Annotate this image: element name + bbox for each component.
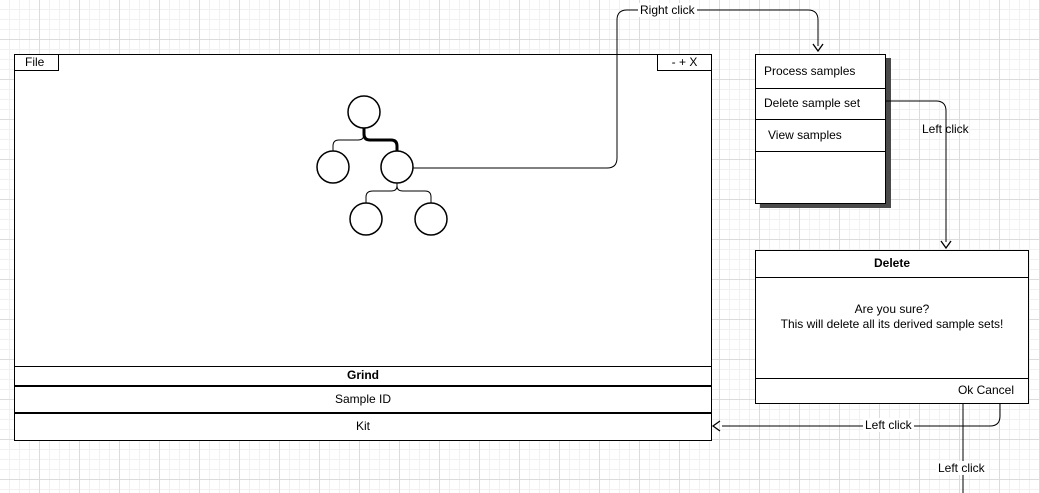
left-click-ok-connector — [722, 404, 1001, 427]
tree-node-leaf-right — [414, 202, 448, 236]
tree-edge-right-leftleaf — [365, 183, 398, 203]
tree-node-root — [347, 95, 381, 129]
dialog-title: Delete — [755, 250, 1029, 278]
menu-item-view-samples[interactable]: View samples — [755, 119, 886, 152]
left-click-menu-connector — [886, 100, 947, 242]
right-click-connector — [413, 9, 819, 169]
kit-bar[interactable]: Kit — [14, 413, 712, 441]
tree-node-left — [316, 150, 350, 184]
arrowhead-to-kit — [711, 420, 721, 432]
left-click-label-menu: Left click — [922, 122, 969, 136]
dialog-buttons[interactable]: Ok Cancel — [755, 378, 1029, 404]
tree-edge-root-right-highlighted — [362, 128, 399, 151]
left-click-label-cancel: Left click — [936, 461, 987, 475]
dialog-message: Are you sure? This will delete all its d… — [780, 302, 1004, 332]
menu-item-process-samples[interactable]: Process samples — [755, 54, 886, 88]
right-click-label: Right click — [638, 3, 697, 17]
arrowhead-to-dialog — [940, 240, 952, 250]
window-controls[interactable]: - + X — [657, 54, 712, 71]
grind-bar[interactable]: Grind — [14, 366, 712, 386]
left-click-label-ok: Left click — [863, 418, 914, 432]
dialog-message-line2: This will delete all its derived sample … — [780, 317, 1004, 331]
menu-item-delete-sample-set[interactable]: Delete sample set — [755, 88, 886, 119]
sample-id-bar[interactable]: Sample ID — [14, 386, 712, 413]
tree-node-right — [380, 150, 414, 184]
arrowhead-to-menu — [812, 43, 824, 53]
file-menu[interactable]: File — [14, 54, 59, 71]
tree-edge-right-rightleaf — [396, 185, 432, 203]
tree-edge-root-left — [332, 128, 365, 151]
dialog-message-line1: Are you sure? — [854, 302, 930, 316]
tree-node-leaf-left — [349, 202, 383, 236]
